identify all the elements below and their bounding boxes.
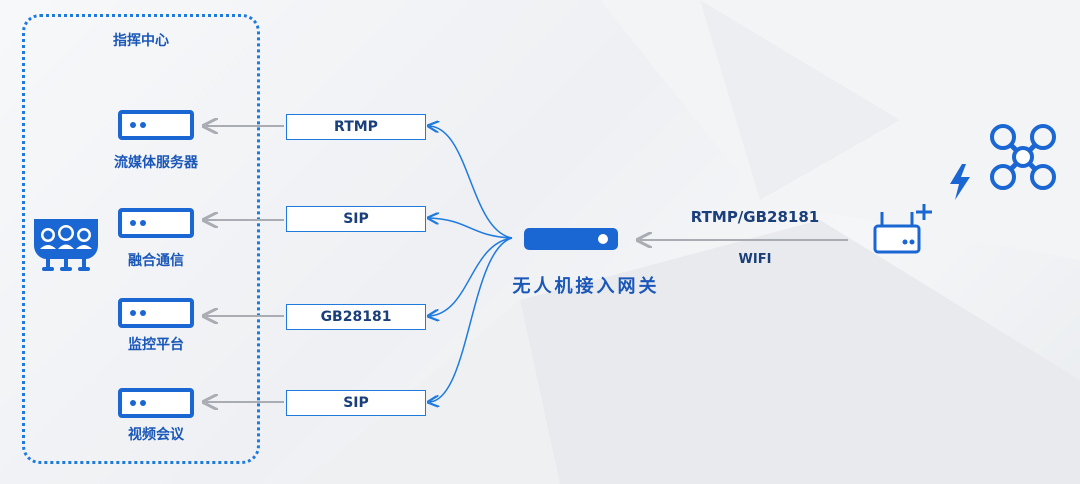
gateway-label: 无人机接入网关 — [512, 276, 660, 297]
protocol-box-rtmp: RTMP — [286, 114, 426, 140]
server-label-streaming: 流媒体服务器 — [114, 155, 198, 171]
server-label-fusion: 融合通信 — [128, 253, 184, 269]
router-icon — [873, 204, 932, 254]
protocol-box-sip: SIP — [286, 206, 426, 232]
server-icon — [118, 208, 194, 238]
server-icon — [118, 388, 194, 418]
people-group-icon — [34, 219, 98, 271]
server-icon — [118, 298, 194, 328]
command-center-box — [22, 14, 260, 464]
gateway-icon — [524, 228, 618, 250]
protocol-box-gb28181: GB28181 — [286, 304, 426, 330]
lightning-icon — [950, 164, 970, 200]
command-center-title: 指挥中心 — [113, 33, 169, 49]
drone-icon — [990, 124, 1056, 190]
uplink-medium: WIFI — [738, 252, 772, 267]
protocol-box-sip-2: SIP — [286, 390, 426, 416]
server-icon — [118, 110, 194, 140]
server-label-monitor: 监控平台 — [128, 337, 184, 353]
server-label-video: 视频会议 — [128, 427, 184, 443]
uplink-protocols: RTMP/GB28181 — [690, 208, 820, 226]
